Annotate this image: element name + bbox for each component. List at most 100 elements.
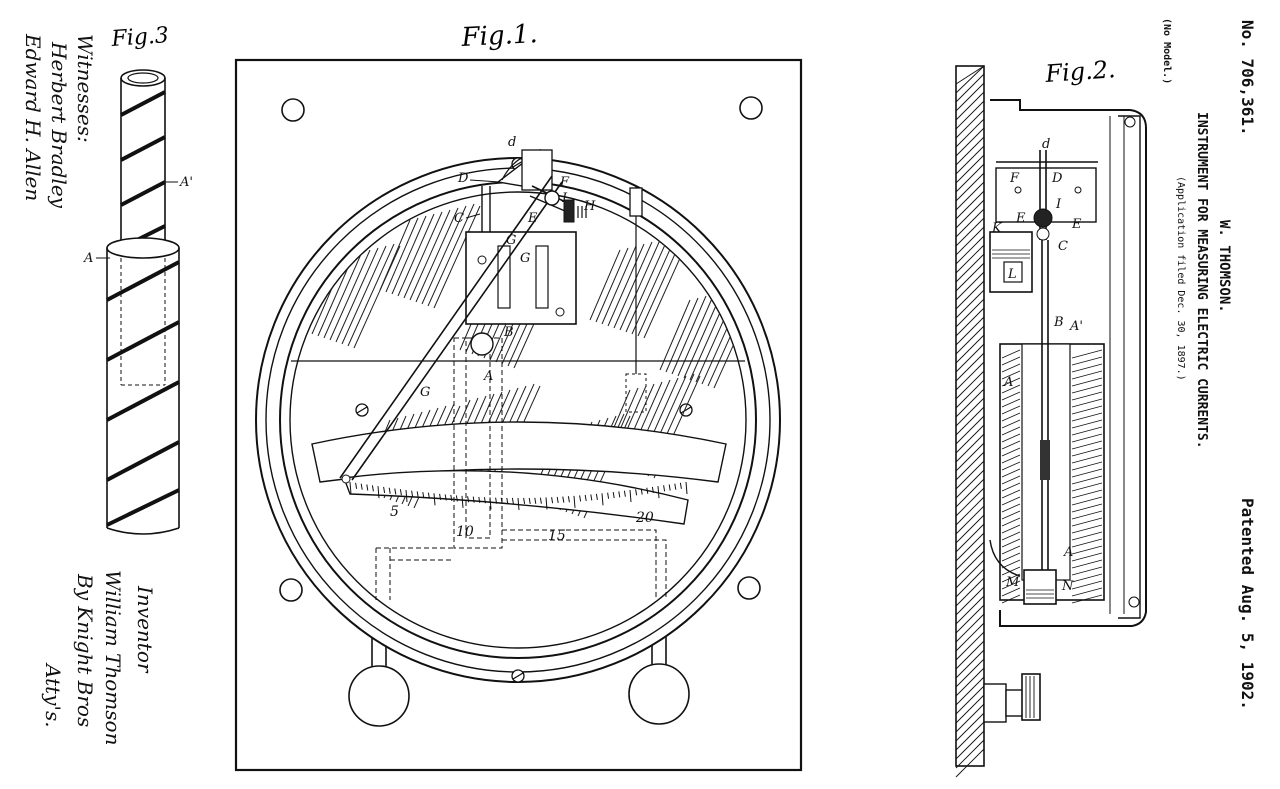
scale-tick-mark: [360, 483, 363, 490]
wall-hatch-line: [955, 91, 985, 121]
wall-hatch-line: [955, 361, 985, 391]
scale-tick-mark: [450, 494, 453, 502]
wall-hatch-line: [955, 154, 985, 184]
coil-hatch-line: [1001, 363, 1021, 373]
scale-tick-mark: [439, 493, 442, 500]
coil-hatch-line: [1071, 440, 1103, 450]
coil-hatch-line: [1071, 517, 1103, 527]
fig2-label-L: L: [1007, 267, 1017, 282]
wall-hatch-line: [955, 685, 985, 715]
witness-1: Herbert Bradley: [47, 41, 71, 209]
coil-hatch-line: [1071, 412, 1103, 422]
fig1-label-A: A: [483, 369, 493, 384]
fig2-label-K: K: [991, 221, 1003, 236]
wall-hatch-line: [955, 262, 985, 292]
wall-hatch-line: [955, 118, 985, 148]
scale-tick-mark: [433, 493, 436, 506]
fig3-title: Fig.3: [110, 23, 170, 52]
scale-tick-mark: [679, 482, 682, 489]
coil-hatch-line: [1001, 538, 1021, 548]
fig2-label-E2: E: [1071, 217, 1082, 232]
coil-hatch-line: [1001, 391, 1021, 401]
scale-tick-mark: [545, 497, 548, 510]
scale-tick-mark: [366, 484, 369, 491]
wall-hatch-line: [955, 613, 985, 643]
fig1-label-H: H: [583, 199, 596, 214]
wall-hatch-line: [955, 496, 985, 526]
wall-hatch-line: [955, 487, 985, 517]
coil-hatch-line: [1071, 524, 1103, 534]
coil-hatch-line: [1071, 447, 1103, 457]
scale-tick-mark: [394, 488, 397, 495]
wall-hatch-line: [955, 694, 985, 724]
fig1-label-E: E: [527, 211, 538, 226]
scale-tick-mark: [405, 489, 408, 503]
scale-tick-mark: [674, 483, 677, 490]
wall-hatch-line: [955, 676, 985, 706]
scale-tick-mark: [506, 497, 509, 504]
coil-hatch-line: [1001, 517, 1021, 527]
fig1-label-G-mid: G: [520, 251, 530, 266]
coil-hatch-line: [1001, 412, 1021, 422]
scale-tick-mark: [495, 497, 498, 504]
no-model: (No Model.): [1161, 18, 1172, 84]
fig2-title: Fig.2.: [1043, 55, 1116, 88]
coil-hatch-line: [1071, 580, 1103, 590]
wall-hatch-line: [955, 460, 985, 490]
scale-tick-mark: [595, 493, 598, 500]
coil-hatch-line: [1071, 398, 1103, 408]
coil-hatch-line: [1071, 468, 1103, 478]
coil-hatch-line: [1071, 587, 1103, 597]
wall-hatch-line: [955, 235, 985, 265]
wall-hatch-line: [955, 370, 985, 400]
wall-hatch-line: [955, 658, 985, 688]
fig2-label-N: N: [1061, 579, 1074, 594]
wall-hatch-line: [955, 748, 985, 778]
scale-tick-mark: [584, 494, 587, 502]
coil-hatch-line: [1071, 573, 1103, 583]
wall-hatch-line: [955, 640, 985, 670]
wall-hatch-line: [955, 388, 985, 418]
coil-hatch-line: [1071, 363, 1103, 373]
wall-hatch-line: [955, 469, 985, 499]
wall-hatch-line: [955, 172, 985, 202]
coil-hatch-line: [1001, 503, 1021, 513]
scale-tick-mark: [657, 486, 660, 499]
fig1-label-D: D: [457, 171, 469, 186]
fig1-label-B: B: [503, 325, 514, 340]
patented-date: Patented Aug. 5, 1902.: [1238, 498, 1257, 710]
wall-hatch-line: [955, 586, 985, 616]
coil-hatch-line: [1071, 482, 1103, 492]
wall-hatch-line: [955, 514, 985, 544]
coil-hatch-line: [1001, 524, 1021, 534]
coil-hatch-line: [1071, 510, 1103, 520]
fig1-label-C: C: [454, 211, 464, 226]
coil-hatch-line: [1071, 405, 1103, 415]
fig2-label-A-prime: A': [1069, 319, 1083, 334]
scale-tick-mark: [478, 496, 481, 504]
scale-tick-mark: [646, 487, 649, 494]
wall-hatch-line: [955, 352, 985, 382]
coil-hatch-line: [1071, 475, 1103, 485]
fig3-label-a-prime: A': [179, 175, 193, 190]
wall-hatch-line: [955, 523, 985, 553]
coil-hatch-line: [1071, 349, 1103, 359]
fig1-label-G-top: G: [506, 233, 516, 248]
scale-tick-mark: [455, 495, 458, 502]
scale-tick-mark: [461, 495, 464, 508]
coil-hatch-line: [1001, 405, 1021, 415]
wall-hatch-line: [955, 568, 985, 598]
coil-hatch-line: [1071, 538, 1103, 548]
patent-title: INSTRUMENT FOR MEASURING ELECTRIC CURREN…: [1194, 112, 1209, 449]
coil-hatch-line: [1071, 461, 1103, 471]
scale-tick-mark: [556, 496, 559, 504]
scale-tick-mark: [383, 486, 386, 494]
coil-hatch-line: [1071, 454, 1103, 464]
fig1-front-view: Fig.1.: [234, 19, 803, 772]
fig2-label-M: M: [1005, 575, 1020, 590]
wall-hatch-line: [955, 307, 985, 337]
by-attorney: By Knight Bros: [73, 573, 97, 727]
coil-hatch-line: [1071, 531, 1103, 541]
coil-hatch-line: [1001, 510, 1021, 520]
scale-tick-mark: [411, 490, 414, 497]
